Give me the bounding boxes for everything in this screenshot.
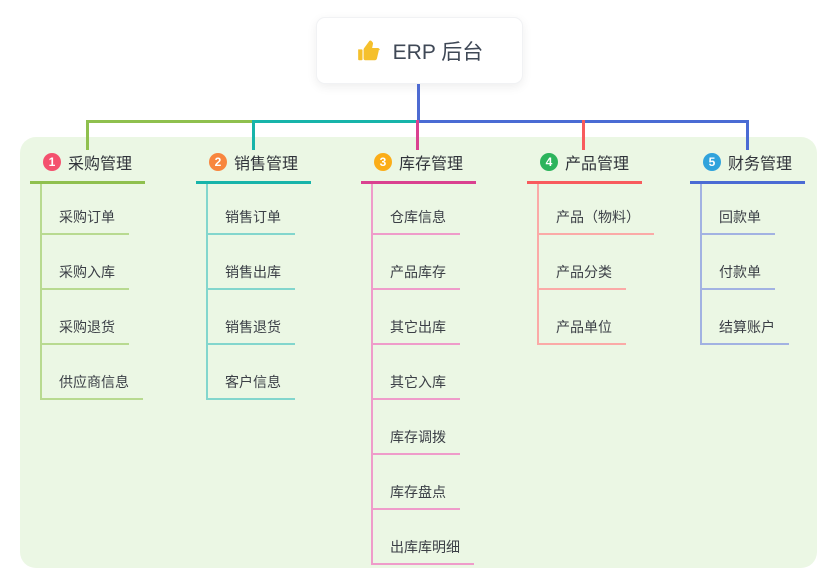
child-node[interactable]: 库存调拨 xyxy=(373,400,460,455)
branch-number-badge: 4 xyxy=(540,153,558,171)
child-node[interactable]: 结算账户 xyxy=(702,290,789,345)
branch-inventory-children: 仓库信息 产品库存 其它出库 其它入库 库存调拨 库存盘点 出库库明细 xyxy=(371,184,476,565)
branch-5-connector-drop xyxy=(746,120,749,150)
branch-number-badge: 3 xyxy=(374,153,392,171)
child-node[interactable]: 销售订单 xyxy=(208,184,295,235)
child-node[interactable]: 其它入库 xyxy=(373,345,460,400)
branch-2-connector-drop xyxy=(252,120,255,150)
branch-sales: 2 销售管理 销售订单 销售出库 销售退货 客户信息 xyxy=(196,146,311,400)
branch-number-badge: 2 xyxy=(209,153,227,171)
branch-title: 库存管理 xyxy=(399,156,464,173)
branch-finance-children: 回款单 付款单 结算账户 xyxy=(700,184,805,345)
branch-sales-children: 销售订单 销售出库 销售退货 客户信息 xyxy=(206,184,311,400)
branch-4-connector-drop xyxy=(582,120,585,150)
branch-title: 财务管理 xyxy=(728,156,793,173)
branch-title: 产品管理 xyxy=(565,156,630,173)
branches-background-panel xyxy=(20,137,817,568)
branch-product: 4 产品管理 产品（物料） 产品分类 产品单位 xyxy=(527,146,654,345)
child-node[interactable]: 销售退货 xyxy=(208,290,295,345)
thumbs-up-icon xyxy=(356,38,382,64)
child-node[interactable]: 采购订单 xyxy=(42,184,129,235)
branch-3-connector-drop xyxy=(416,120,419,150)
child-node[interactable]: 其它出库 xyxy=(373,290,460,345)
child-node[interactable]: 产品单位 xyxy=(539,290,626,345)
branch-product-children: 产品（物料） 产品分类 产品单位 xyxy=(537,184,654,345)
child-node[interactable]: 客户信息 xyxy=(208,345,295,400)
branch-number-badge: 1 xyxy=(43,153,61,171)
branch-purchase: 1 采购管理 采购订单 采购入库 采购退货 供应商信息 xyxy=(30,146,145,400)
child-node[interactable]: 付款单 xyxy=(702,235,775,290)
root-connector-line xyxy=(417,84,420,121)
child-node[interactable]: 采购入库 xyxy=(42,235,129,290)
child-node[interactable]: 产品库存 xyxy=(373,235,460,290)
branch-sales-header[interactable]: 2 销售管理 xyxy=(196,146,311,184)
branch-1-connector-horizontal xyxy=(86,120,253,123)
branch-title: 采购管理 xyxy=(68,156,133,173)
root-title: ERP 后台 xyxy=(392,40,484,64)
branch-finance-header[interactable]: 5 财务管理 xyxy=(690,146,805,184)
branch-purchase-header[interactable]: 1 采购管理 xyxy=(30,146,145,184)
child-node[interactable]: 回款单 xyxy=(702,184,775,235)
branch-purchase-children: 采购订单 采购入库 采购退货 供应商信息 xyxy=(40,184,145,400)
child-node[interactable]: 出库库明细 xyxy=(373,510,474,565)
branch-product-header[interactable]: 4 产品管理 xyxy=(527,146,642,184)
branch-2-connector-horizontal xyxy=(253,120,417,123)
child-node[interactable]: 产品（物料） xyxy=(539,184,654,235)
child-node[interactable]: 产品分类 xyxy=(539,235,626,290)
child-node[interactable]: 采购退货 xyxy=(42,290,129,345)
branch-number-badge: 5 xyxy=(703,153,721,171)
branch-finance: 5 财务管理 回款单 付款单 结算账户 xyxy=(690,146,805,345)
branch-title: 销售管理 xyxy=(234,156,299,173)
child-node[interactable]: 供应商信息 xyxy=(42,345,143,400)
branch-1-connector-drop xyxy=(86,120,89,150)
child-node[interactable]: 销售出库 xyxy=(208,235,295,290)
branch-inventory: 3 库存管理 仓库信息 产品库存 其它出库 其它入库 库存调拨 库存盘点 出库库… xyxy=(361,146,476,565)
child-node[interactable]: 库存盘点 xyxy=(373,455,460,510)
child-node[interactable]: 仓库信息 xyxy=(373,184,460,235)
branch-inventory-header[interactable]: 3 库存管理 xyxy=(361,146,476,184)
root-node[interactable]: ERP 后台 xyxy=(316,17,523,84)
